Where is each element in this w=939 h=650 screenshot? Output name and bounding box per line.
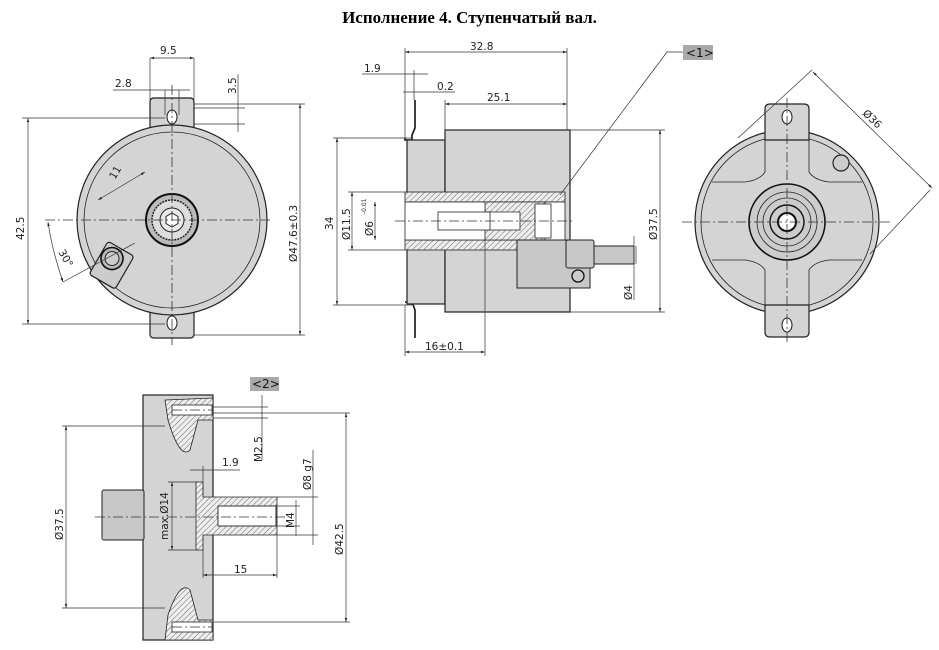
dim-d6: Ø6 xyxy=(364,221,376,236)
callout-2: <2> xyxy=(250,377,280,391)
dim-1-9-detail: 1.9 xyxy=(222,457,239,469)
dim-34: 34 xyxy=(324,216,336,230)
drawing-title: Исполнение 4. Ступенчатый вал. xyxy=(342,8,597,27)
dim-d4: Ø4 xyxy=(623,285,635,300)
dim-25-1: 25.1 xyxy=(487,92,510,104)
dim-d11-5: Ø11.5 xyxy=(341,208,353,240)
detail-view: M2.5 1.9 Ø8 g7 Ø42.5 Ø37.5 max.Ø14 M4 15… xyxy=(54,377,350,641)
dim-3-5: 3.5 xyxy=(227,77,239,94)
dim-15: 15 xyxy=(234,564,247,576)
dim-11: 11 xyxy=(107,164,124,182)
callout-1: <1> xyxy=(683,45,714,60)
rear-view: Ø36 xyxy=(682,69,933,345)
dim-16: 16±0.1 xyxy=(425,341,464,353)
dim-m4: M4 xyxy=(285,512,297,528)
svg-text:<1>: <1> xyxy=(686,46,714,60)
dim-d36: Ø36 xyxy=(860,108,884,132)
dim-d6-tolerance: -0.01 xyxy=(361,198,368,214)
dim-30-deg: 30° xyxy=(55,248,75,270)
connector-pin xyxy=(593,245,635,265)
dim-d47-6: Ø47.6±0.3 xyxy=(288,205,300,262)
dim-9-5: 9.5 xyxy=(160,45,177,57)
dim-1-9: 1.9 xyxy=(364,63,381,75)
dim-d8-g7: Ø8 g7 xyxy=(302,458,314,490)
dim-42-5: 42.5 xyxy=(15,217,27,240)
dim-d37-5: Ø37.5 xyxy=(648,208,660,240)
dim-0-2: 0.2 xyxy=(437,81,454,93)
step-shaft-left xyxy=(101,489,145,541)
side-view: 32.8 1.9 0.2 25.1 34 Ø11.5 Ø6 -0.01 Ø37.… xyxy=(324,41,714,356)
svg-text:<2>: <2> xyxy=(252,377,280,391)
dim-d37-5-detail: Ø37.5 xyxy=(54,508,66,540)
dim-d42-5: Ø42.5 xyxy=(334,523,346,555)
dim-32-8: 32.8 xyxy=(470,41,493,53)
dim-max-d14: max.Ø14 xyxy=(159,492,171,540)
front-view: 9.5 2.8 3.5 42.5 Ø47.6±0.3 11 30° xyxy=(15,45,305,345)
cable-connector xyxy=(89,241,134,289)
dim-2-8: 2.8 xyxy=(115,78,132,90)
dim-m2-5: M2.5 xyxy=(253,436,265,462)
